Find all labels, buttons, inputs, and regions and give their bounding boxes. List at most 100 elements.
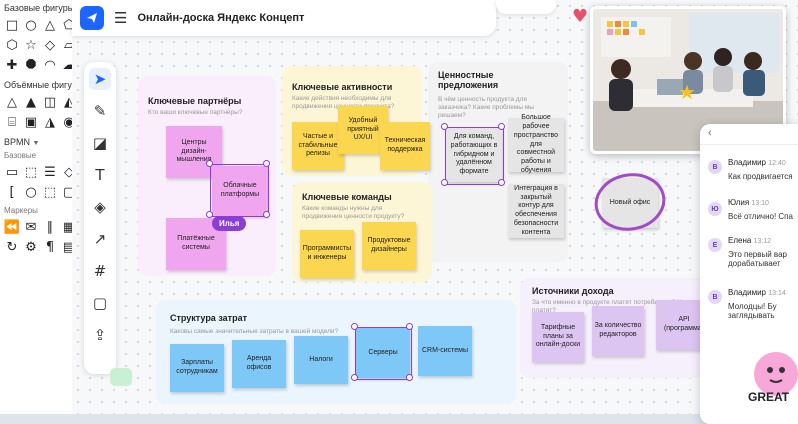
gear-marker-icon[interactable]: ⚙ bbox=[25, 239, 37, 255]
message-time: 13:12 bbox=[753, 238, 772, 245]
chevron-left-icon[interactable]: ‹ bbox=[708, 127, 712, 139]
sticky-note[interactable]: За количество редакторов bbox=[592, 306, 644, 356]
data-shape-icon[interactable]: ▢ bbox=[62, 184, 76, 200]
cone-shape-icon[interactable]: ▲ bbox=[26, 94, 36, 110]
sticker-icon[interactable] bbox=[110, 368, 132, 386]
task-shape-icon[interactable]: ▭ bbox=[5, 164, 19, 180]
sticky-note[interactable]: CRM-системы bbox=[418, 326, 472, 376]
cloud-shape-icon[interactable]: ☁ bbox=[62, 57, 76, 73]
subprocess-shape-icon[interactable]: ⬚ bbox=[24, 164, 38, 180]
triangle-shape-icon[interactable]: △ bbox=[45, 17, 55, 33]
message-marker-icon[interactable]: ✉ bbox=[25, 219, 37, 235]
resize-handle[interactable] bbox=[498, 123, 505, 130]
square-shape-icon[interactable]: □ bbox=[5, 17, 19, 33]
cross-shape-icon[interactable]: ✚ bbox=[6, 57, 18, 73]
shapes-icon[interactable]: ◈ bbox=[94, 198, 106, 216]
message-text: Как продвигается bbox=[728, 172, 793, 181]
app-header: ☰ Онлайн-доска Яндекс Концепт bbox=[72, 0, 496, 36]
zone-title: Ценностные предложения bbox=[438, 70, 499, 90]
pentagon-shape-icon[interactable]: ⬠ bbox=[63, 17, 75, 33]
text-marker-icon[interactable]: ¶ bbox=[45, 239, 55, 255]
author-name: Юлия bbox=[728, 198, 750, 207]
shapes-library-panel: Базовые фигуры ▼ □ ○ △ ⬠ ⬡ ☆ ◇ ▱ ✚ ⯃ ◠ ☁… bbox=[0, 0, 76, 414]
sticky-note[interactable]: Аренда офисов bbox=[232, 340, 286, 388]
doc-marker-icon[interactable]: ▤ bbox=[62, 239, 76, 255]
menu-icon[interactable]: ☰ bbox=[114, 9, 128, 27]
section-bpmn[interactable]: BPMN ▼ bbox=[0, 134, 75, 149]
app-logo-icon[interactable] bbox=[80, 6, 104, 30]
circle-shape-icon[interactable]: ○ bbox=[25, 17, 37, 33]
pyramid-shape-icon[interactable]: △ bbox=[7, 94, 17, 110]
resize-handle[interactable] bbox=[263, 211, 270, 218]
sticky-note[interactable]: Зарплаты сотрудникам bbox=[170, 344, 224, 392]
diamond-shape-icon[interactable]: ◇ bbox=[45, 37, 55, 53]
sticky-note-selected[interactable]: Серверы bbox=[356, 328, 410, 378]
zone-title: Структура затрат bbox=[170, 313, 247, 323]
cube-shape-icon[interactable]: ◫ bbox=[43, 94, 57, 110]
pointer-icon[interactable]: ➤ bbox=[89, 68, 111, 90]
event-shape-icon[interactable]: ○ bbox=[25, 184, 37, 200]
bracket-shape-icon[interactable]: [ bbox=[9, 184, 15, 200]
sticky-note[interactable]: Продуктовые дизайнеры bbox=[362, 222, 416, 270]
great-sticker[interactable]: GREAT bbox=[742, 334, 798, 414]
arrow-icon[interactable]: ↗ bbox=[93, 230, 107, 248]
resize-handle[interactable] bbox=[351, 374, 358, 381]
sticky-note[interactable]: Налоги bbox=[294, 336, 348, 384]
resize-handle[interactable] bbox=[406, 374, 413, 381]
section-basic-shapes[interactable]: Базовые фигуры ▼ bbox=[0, 0, 75, 15]
sticky-note-selected[interactable]: Для команд, работающих в гибридном и уда… bbox=[446, 128, 502, 182]
sticky-note[interactable]: Большое рабочее пространство для совмест… bbox=[508, 114, 564, 174]
sphere-shape-icon[interactable]: ◉ bbox=[63, 114, 75, 130]
section-basic-label: Базовые фигуры bbox=[4, 3, 75, 13]
resize-handle[interactable] bbox=[406, 323, 413, 330]
sticky-note[interactable]: Программисты и инженеры bbox=[300, 230, 354, 278]
sticky-note-selected[interactable]: Облачные платформы bbox=[212, 166, 268, 216]
sticky-note[interactable]: Частые и стабильные релизы bbox=[292, 122, 344, 170]
parallel-marker-icon[interactable]: ∥ bbox=[46, 219, 54, 235]
message-time: 13:14 bbox=[768, 290, 786, 297]
collaborator-cursor-label: Илья bbox=[212, 216, 247, 231]
sticker-character-icon bbox=[754, 352, 798, 396]
chat-panel[interactable]: ‹ В Владимир 12:40 Как продвигается Ю Юл… bbox=[700, 124, 798, 424]
grid-marker-icon[interactable]: ▦ bbox=[62, 219, 76, 235]
upload-icon[interactable]: ⇪ bbox=[93, 326, 107, 344]
resize-handle[interactable] bbox=[263, 160, 270, 167]
cylinder-shape-icon[interactable]: ⌸ bbox=[8, 114, 16, 130]
frame-icon[interactable]: # bbox=[93, 262, 107, 280]
pen-icon[interactable]: ✎ bbox=[93, 102, 107, 120]
zone-subtitle: Кто ваши ключевые партнёры? bbox=[148, 109, 243, 116]
resize-handle[interactable] bbox=[206, 211, 213, 218]
team-photo[interactable] bbox=[590, 6, 786, 154]
team-photo-image bbox=[593, 9, 783, 151]
hexagon-shape-icon[interactable]: ⬡ bbox=[6, 37, 18, 53]
sticky-note[interactable]: Техническая поддержка bbox=[380, 122, 430, 170]
rewind-marker-icon[interactable]: ⏪ bbox=[3, 219, 21, 235]
prism-shape-icon[interactable]: ◭ bbox=[64, 94, 74, 110]
semicircle-shape-icon[interactable]: ◠ bbox=[44, 57, 56, 73]
resize-handle[interactable] bbox=[441, 179, 448, 186]
sticky-note[interactable]: Тарифные планы за онлайн-доски bbox=[532, 312, 584, 362]
gateway-shape-icon[interactable]: ◇ bbox=[64, 164, 74, 180]
octagon-shape-icon[interactable]: ⯃ bbox=[25, 57, 37, 73]
message-author: Юлия 13:10 bbox=[728, 198, 769, 207]
sticky-icon[interactable]: ◪ bbox=[92, 134, 108, 152]
section-3d-shapes[interactable]: Объёмные фигуры bbox=[0, 77, 75, 92]
comment-icon[interactable]: ▢ bbox=[92, 294, 108, 312]
sticky-note[interactable]: Удобный приятный UX/UI bbox=[338, 106, 388, 154]
sticky-note[interactable]: Новый офис bbox=[602, 178, 658, 228]
avatar: В bbox=[708, 160, 722, 174]
text-icon[interactable]: T bbox=[95, 166, 105, 184]
resize-handle[interactable] bbox=[351, 323, 358, 330]
box-shape-icon[interactable]: ▣ bbox=[24, 114, 38, 130]
resize-handle[interactable] bbox=[441, 123, 448, 130]
author-name: Елена bbox=[728, 236, 752, 245]
list-shape-icon[interactable]: ☰ bbox=[44, 164, 56, 180]
tetra-shape-icon[interactable]: ◮ bbox=[45, 114, 55, 130]
resize-handle[interactable] bbox=[206, 160, 213, 167]
sticky-note[interactable]: Интеграция в закрытый контур для обеспеч… bbox=[508, 184, 564, 238]
star-shape-icon[interactable]: ☆ bbox=[25, 37, 37, 53]
resize-handle[interactable] bbox=[498, 179, 505, 186]
loop-marker-icon[interactable]: ↻ bbox=[6, 239, 18, 255]
frame-shape-icon[interactable]: ⬚ bbox=[43, 184, 57, 200]
parallelogram-shape-icon[interactable]: ▱ bbox=[64, 37, 74, 53]
